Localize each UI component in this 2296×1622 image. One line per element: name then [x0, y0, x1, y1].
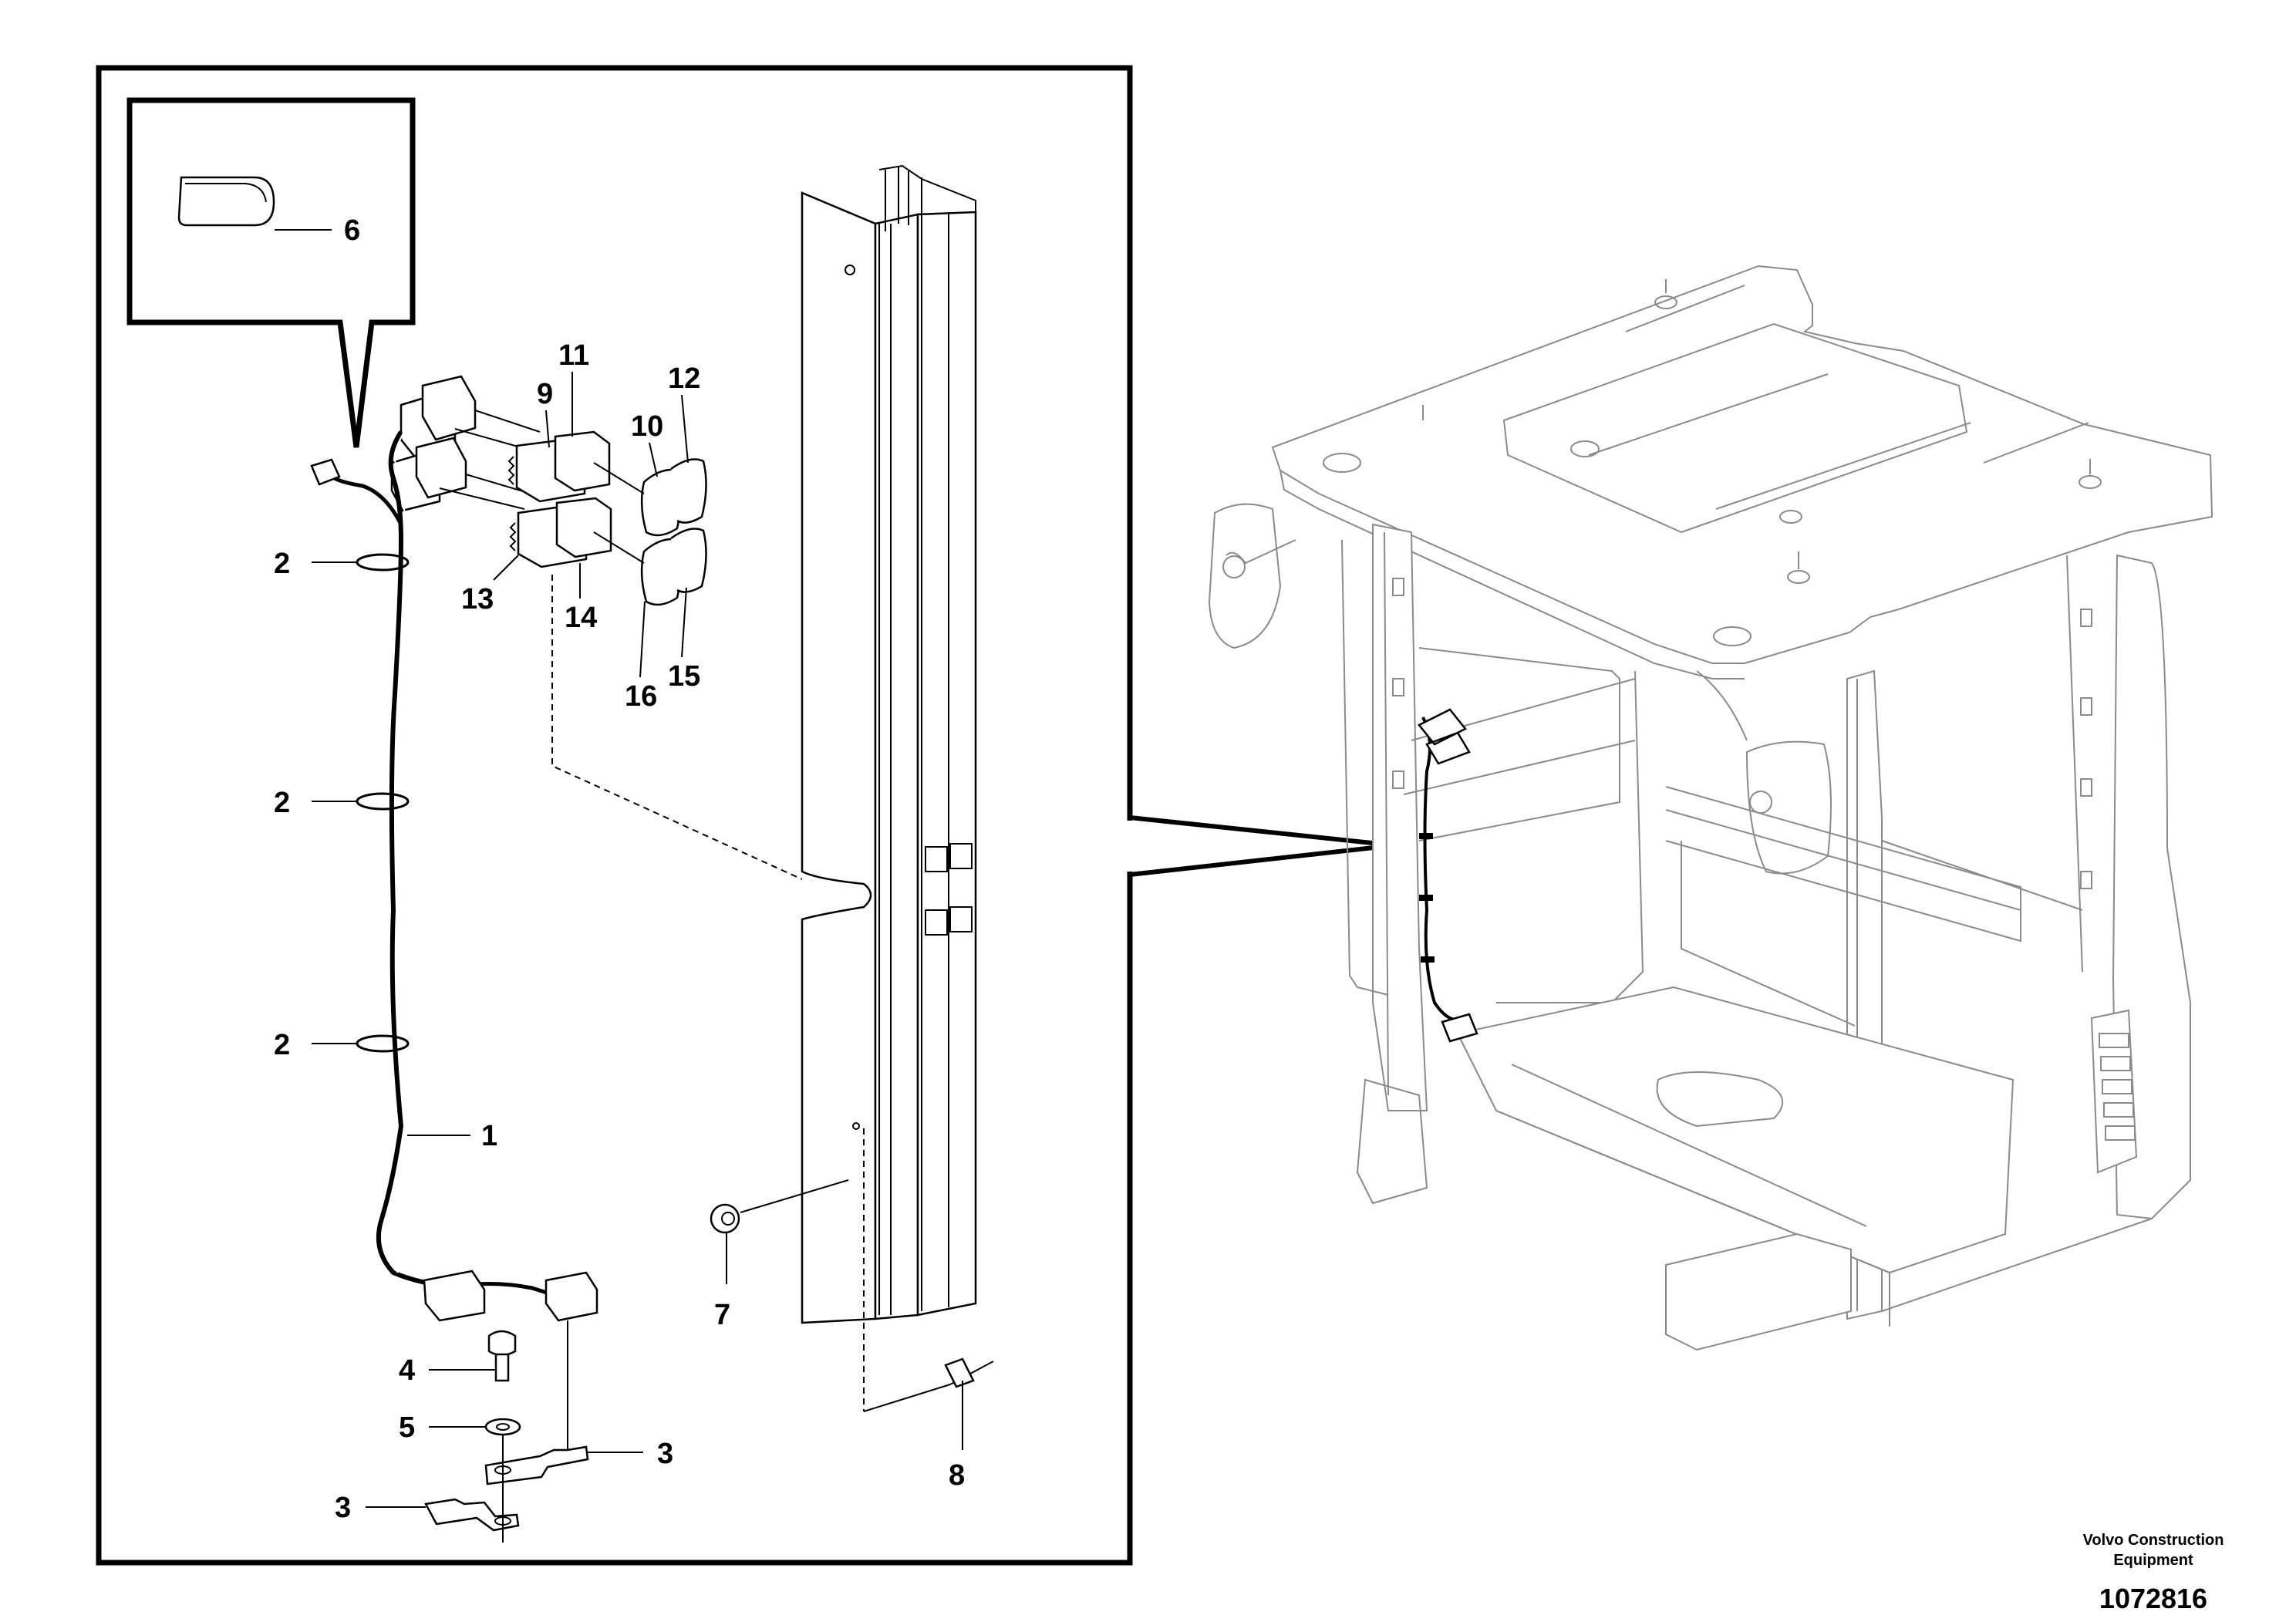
callout-7: 7: [714, 1299, 730, 1331]
callout-8: 8: [949, 1459, 965, 1492]
callout-16: 16: [625, 680, 657, 713]
rivet-part-7: [710, 1179, 849, 1284]
callout-14: 14: [565, 602, 597, 634]
switch-assembly: [390, 375, 707, 606]
callout-11: 11: [558, 339, 589, 372]
brand-block: Volvo Construction Equipment 1072816: [2083, 1532, 2224, 1614]
inset-box: [126, 97, 416, 448]
brand-line-1: Volvo Construction: [2083, 1532, 2224, 1549]
clip-part-8: [944, 1357, 975, 1450]
callout-2b: 2: [274, 787, 290, 819]
callout-12: 12: [668, 363, 700, 395]
callout-10: 10: [631, 410, 663, 443]
callout-4: 4: [399, 1354, 415, 1387]
brand-line-2: Equipment: [2113, 1552, 2193, 1569]
callout-1: 1: [481, 1120, 497, 1152]
document-number: 1072816: [2099, 1583, 2207, 1614]
washer-part-5: [429, 1418, 521, 1436]
bolt-part-4: [429, 1330, 517, 1382]
callout-5: 5: [399, 1411, 415, 1444]
callout-labels: 6 11 12 9 10 2 13 14 15 16 2 2 1 7 4 5 3…: [274, 214, 965, 1524]
wire-harness: [310, 430, 598, 1452]
callout-3b: 3: [657, 1438, 673, 1470]
callout-3a: 3: [335, 1492, 351, 1524]
bracket-part-3: [366, 1435, 643, 1543]
callout-2c: 2: [274, 1029, 290, 1061]
cap-part-6: [177, 176, 332, 231]
callout-13: 13: [461, 583, 494, 615]
callout-15: 15: [668, 660, 700, 693]
cab-illustration: [1208, 265, 2213, 1351]
detail-pointer: [1126, 814, 1395, 878]
callout-6: 6: [344, 214, 360, 247]
cab-pillar: [801, 164, 977, 1324]
switch-leaders: [493, 372, 689, 678]
callout-2a: 2: [274, 548, 290, 580]
callout-9: 9: [537, 378, 553, 410]
